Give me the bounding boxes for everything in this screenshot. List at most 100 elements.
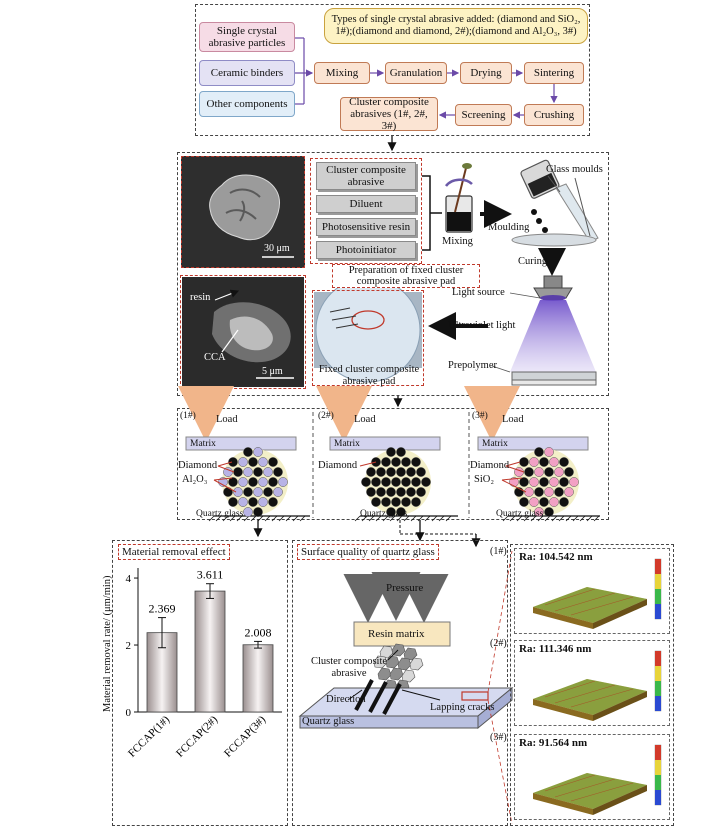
chart-panel xyxy=(112,540,288,826)
diamond-particle xyxy=(386,507,396,517)
diamond-particle xyxy=(243,447,253,457)
diamond-particle xyxy=(416,487,426,497)
secondary-particle xyxy=(554,467,564,477)
secondary-particle xyxy=(544,447,554,457)
cluster-grain xyxy=(397,657,412,671)
roughness-map-2: Ra: 111.346 nm xyxy=(514,640,670,726)
diamond-particle xyxy=(539,477,549,487)
secondary-particle xyxy=(549,477,559,487)
diamond-particle xyxy=(381,457,391,467)
y-tick-label: 0 xyxy=(126,707,132,719)
y-tick-label: 2 xyxy=(126,640,132,652)
diamond-particle xyxy=(559,497,569,507)
sem-image-pad-outline xyxy=(180,275,306,389)
ra-value-3: Ra: 91.564 nm xyxy=(519,737,588,749)
diamond-particle xyxy=(534,447,544,457)
fabrication-panel xyxy=(177,152,609,396)
input-ceramic-binders: Ceramic binders xyxy=(199,60,295,86)
roughness-id-3: (3#) xyxy=(490,732,507,743)
ra-value-2: Ra: 111.346 nm xyxy=(519,643,592,655)
diamond-particle xyxy=(371,497,381,507)
secondary-particle xyxy=(258,497,268,507)
diamond-particle xyxy=(228,457,238,467)
component-cca: Cluster composite abrasive xyxy=(316,162,416,190)
case2-id: (2#) xyxy=(318,411,334,421)
diamond-particle xyxy=(391,477,401,487)
secondary-particle xyxy=(549,457,559,467)
light-source-label: Light source xyxy=(452,287,505,298)
diamond-particle xyxy=(411,477,421,487)
surface-panel xyxy=(292,540,508,826)
pad-caption: Fixed cluster composite abrasive pad xyxy=(318,364,420,387)
secondary-particle xyxy=(238,457,248,467)
secondary-particle xyxy=(233,487,243,497)
roughness-map-1: Ra: 104.542 nm xyxy=(514,548,670,634)
diamond-particle xyxy=(366,487,376,497)
case1-glass: Quartz glass xyxy=(196,509,244,519)
diamond-particle xyxy=(534,487,544,497)
secondary-particle xyxy=(253,447,263,457)
diamond-particle xyxy=(248,457,258,467)
diamond-particle xyxy=(263,487,273,497)
value-label: 2.369 xyxy=(149,602,176,616)
direction-label: Direction xyxy=(326,694,366,705)
mixing-label: Mixing xyxy=(442,236,473,247)
diamond-particle xyxy=(524,467,534,477)
diamond-particle xyxy=(396,447,406,457)
case1-diamond: Diamond xyxy=(178,460,218,471)
ra-value-1: Ra: 104.542 nm xyxy=(519,551,593,563)
surface-3d-plot xyxy=(533,744,662,815)
component-photoinitiator: Photoinitiator xyxy=(316,241,416,259)
sem-image-particle: 30 μm xyxy=(181,156,305,268)
cluster-grain xyxy=(401,669,416,683)
value-label: 3.611 xyxy=(197,568,224,582)
diamond-particle xyxy=(386,467,396,477)
diamond-particle xyxy=(268,497,278,507)
input-single-crystal: Single crystal abrasive particles xyxy=(199,22,295,52)
secondary-particle xyxy=(534,467,544,477)
diamond-particle xyxy=(401,477,411,487)
diamond-particle xyxy=(361,477,371,487)
step-drying: Drying xyxy=(460,62,512,84)
diamond-particle xyxy=(376,487,386,497)
diamond-particle xyxy=(366,467,376,477)
input-other-components: Other components xyxy=(199,91,295,117)
roughness-map-3: Ra: 91.564 nm xyxy=(514,734,670,820)
diamond-particle xyxy=(544,507,554,517)
diamond-particle xyxy=(401,497,411,507)
case2-diamond: Diamond xyxy=(318,460,358,471)
step-cluster-abrasives: Cluster composite abrasives (1#, 2#, 3#) xyxy=(340,96,438,132)
diamond-particle xyxy=(391,497,401,507)
diamond-particle xyxy=(396,487,406,497)
cluster-grain xyxy=(409,657,424,671)
diamond-particle xyxy=(268,457,278,467)
secondary-particle xyxy=(524,487,534,497)
diamond-particle xyxy=(411,457,421,467)
secondary-particle xyxy=(243,467,253,477)
diamond-particle xyxy=(411,497,421,507)
case1-id: (1#) xyxy=(180,411,196,421)
secondary-particle xyxy=(238,497,248,507)
sem-scale-top: 30 μm xyxy=(264,243,290,254)
secondary-particle xyxy=(263,467,273,477)
surface-3d-plot xyxy=(533,650,662,721)
secondary-particle xyxy=(534,507,544,517)
glass-moulds-label: Glass moulds xyxy=(546,164,603,175)
prep-title: Preparation of fixed cluster composite a… xyxy=(332,264,480,288)
diamond-particle xyxy=(416,467,426,477)
sem-scale-bottom: 5 μm xyxy=(262,366,283,377)
diamond-particle xyxy=(371,477,381,487)
surface-3d-plot xyxy=(533,558,662,629)
diamond-particle xyxy=(539,457,549,467)
secondary-particle xyxy=(544,487,554,497)
diamond-particle xyxy=(391,457,401,467)
case3-matrix: Matrix xyxy=(482,439,508,449)
diamond-particle xyxy=(559,477,569,487)
secondary-particle xyxy=(564,487,574,497)
resin-matrix-label: Resin matrix xyxy=(368,628,425,640)
diamond-particle xyxy=(248,497,258,507)
diamond-particle xyxy=(406,467,416,477)
roughness-id-1: (1#) xyxy=(490,546,507,557)
